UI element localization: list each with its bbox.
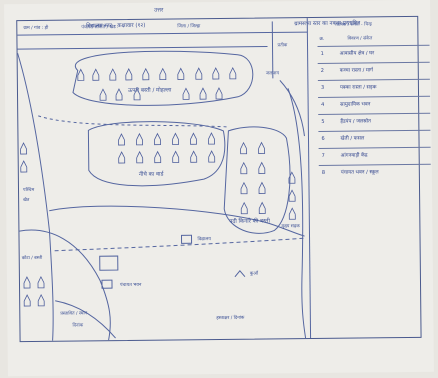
label-cluster-middle: नीचे का वार्ड — [138, 171, 164, 178]
legend-row-number: 3 — [320, 84, 325, 91]
label-cluster-top: ऊपरी बस्ती / मोहल्ला — [127, 87, 172, 94]
legend-row-number: 4 — [321, 101, 325, 108]
legend-row-label: खेती / फसल — [340, 135, 365, 142]
label-well: कुआँ — [249, 271, 258, 277]
legend-row-label: सामुदायिक भवन — [340, 101, 371, 108]
village-label: ग्राम / गांव : ड़ी — [23, 25, 49, 32]
legend-row-label: कच्चा रास्ता / मार्ग — [339, 67, 373, 74]
hand-drawn-map — [17, 18, 312, 341]
panchayat-label: पंचायत समिति / खंड : — [81, 25, 119, 31]
label-left-bottom: कोटा / बस्ती — [21, 255, 43, 262]
legend-column-number: क्र. — [319, 36, 325, 42]
label-cluster-right: नदी किनारे की बस्ती — [229, 218, 270, 225]
label-bottom-left: प्रस्तावित / स्थान — [60, 311, 88, 317]
map-frame: ग्राम / गांव : ड़ी पंचायत समिति / खंड : … — [16, 15, 431, 343]
paper-sheet: विद्यालय स्तर - कक्षावार (१२) ग्रामसभा स… — [4, 0, 434, 377]
label-left-side: पश्चिम — [22, 187, 35, 194]
legend-title: प्रतीक — [277, 43, 288, 49]
label-left-side-2: खेत — [23, 197, 30, 204]
legend-row: 8 पंचायत भवन / स्कूल — [318, 163, 431, 183]
north-label: उत्तर — [154, 7, 164, 14]
legend-row-number: 5 — [321, 118, 325, 125]
legend-head-right: तांत्रिक / संकेत - चिन्ह — [335, 22, 372, 28]
legend-row-number: 1 — [320, 50, 324, 57]
label-footer: हस्ताक्षर / दिनांक — [216, 315, 245, 322]
legend-row-number: 6 — [321, 135, 325, 142]
legend-row-number: 7 — [321, 152, 325, 159]
legend-row-label: आंगनवाड़ी केंद्र — [340, 152, 368, 159]
legend-row-number: 2 — [320, 67, 324, 74]
legend-row-number: 8 — [321, 169, 326, 176]
label-panchayat: पंचायत भवन — [119, 282, 142, 289]
label-right-top: जलाशय — [265, 71, 280, 77]
legend-row-label: आवासीय क्षेत्र / घर — [339, 50, 375, 57]
district-label: जिला / जिल्हा — [177, 24, 201, 30]
label-school: विद्यालय — [197, 237, 211, 243]
legend-row-label: पक्का रास्ता / सड़क — [339, 84, 377, 91]
legend-row-label: हैंडपंप / जलस्रोत — [340, 118, 371, 125]
label-right-road: मुख्य सड़क — [281, 224, 300, 230]
legend-column-description: विवरण / संकेत — [347, 36, 373, 42]
label-bottom-left-2: दिनांक — [72, 323, 84, 329]
legend-row-label: पंचायत भवन / स्कूल — [340, 169, 379, 176]
